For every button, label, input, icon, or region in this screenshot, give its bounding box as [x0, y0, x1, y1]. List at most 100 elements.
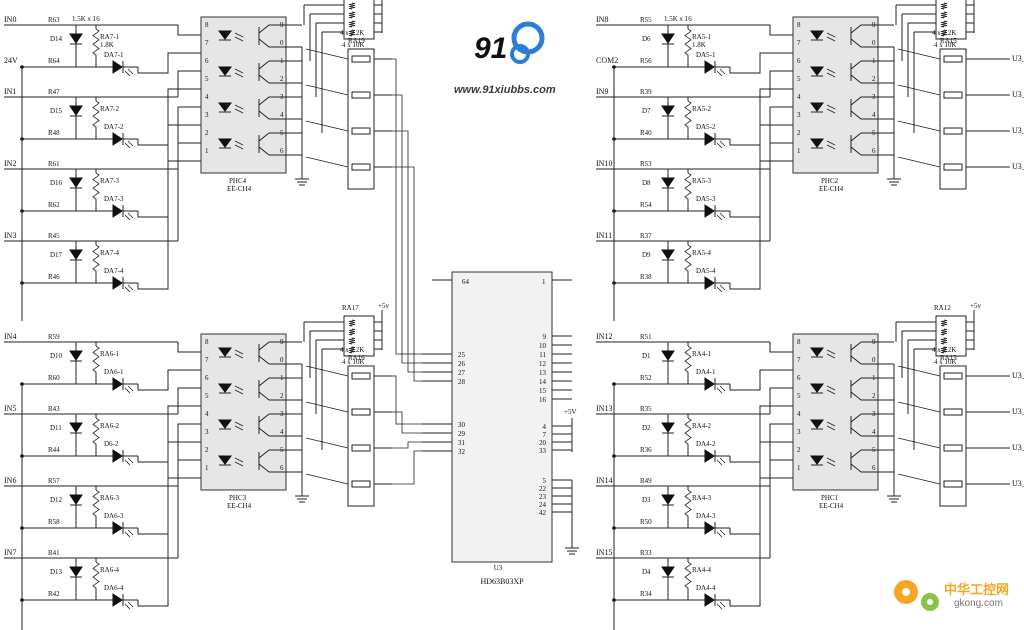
series-value: 4 x 2.2K — [340, 29, 364, 37]
wire — [137, 67, 156, 74]
transistor-emitter — [850, 74, 862, 84]
resistor-zigzag — [684, 489, 692, 517]
resistor-zigzag — [92, 100, 100, 128]
led-label: DA5-2 — [696, 123, 716, 131]
input-net-label: IN9 — [596, 87, 608, 96]
bus-wire — [392, 441, 422, 449]
opto-pin-number: 6 — [797, 57, 801, 65]
input-net-label: IN15 — [596, 548, 612, 557]
resistor-label: R38 — [640, 273, 652, 281]
opto-light-arrow — [234, 457, 244, 463]
series-resistor — [351, 408, 371, 416]
diode-label: D3 — [642, 496, 651, 504]
diode-label: D15 — [50, 107, 63, 115]
diode-symbol — [661, 566, 675, 577]
led-arrow — [719, 284, 726, 291]
series-in — [305, 84, 349, 96]
bus-wire — [392, 375, 422, 425]
opto-light-arrow — [234, 32, 244, 38]
opto-pin-number: 6 — [280, 147, 284, 155]
optocoupler-name: PHC1 — [821, 494, 839, 502]
led-symbol — [704, 132, 715, 146]
pullup-name: RA12 — [934, 304, 951, 312]
series-in — [305, 437, 349, 449]
diode-symbol — [661, 177, 675, 188]
led-arrow — [719, 68, 726, 75]
opto-pin-number: 2 — [280, 392, 284, 400]
led-label: DA4-4 — [696, 584, 716, 592]
resistor-label: R49 — [640, 477, 652, 485]
bus-wire — [392, 130, 422, 373]
output-net-label: U3_10 — [1012, 54, 1024, 63]
output-net-label: U3_11 — [1012, 162, 1024, 171]
resistor-label: R36 — [640, 446, 652, 454]
resistor-zigzag — [940, 20, 948, 28]
led-symbol — [112, 204, 123, 218]
resistor-zigzag — [348, 346, 356, 354]
logo-url: www.91xiubbs.com — [454, 84, 556, 96]
diode-symbol — [661, 422, 675, 433]
opto-light-arrow — [234, 385, 244, 391]
opto-light-arrow — [826, 108, 836, 114]
vcc-label: +5v — [970, 302, 981, 310]
resistor-array-label: RA5-2 — [692, 105, 712, 113]
opto-light-arrow — [234, 353, 244, 359]
diode-label: D13 — [50, 568, 63, 576]
led-label: DA6-4 — [104, 584, 124, 592]
transistor-collector — [258, 60, 270, 70]
transistor-emitter — [258, 38, 270, 48]
opto-input-wire — [748, 369, 793, 391]
optocoupler-name: PHC2 — [821, 177, 839, 185]
resistor-zigzag — [684, 417, 692, 445]
resistor-array-label: RA5-4 — [692, 249, 712, 257]
opto-input-wire — [156, 52, 201, 74]
series-resistor — [943, 55, 963, 63]
series-in — [305, 120, 349, 132]
series-in — [305, 401, 349, 413]
resistor-label: R51 — [640, 333, 652, 341]
transistor-emitter — [258, 463, 270, 473]
opto-led — [810, 138, 824, 148]
resistor-zigzag — [940, 346, 948, 354]
resistor-label: R50 — [640, 518, 652, 526]
output-net-label: U3_16 — [1012, 479, 1024, 488]
opto-light-arrow — [234, 389, 244, 395]
resistor-zigzag — [348, 337, 356, 345]
opto-light-arrow — [234, 72, 244, 78]
opto-light-arrow — [234, 104, 244, 110]
resistor-zigzag — [92, 345, 100, 373]
opto-pin-number: 2 — [280, 75, 284, 83]
opto-input-wire — [769, 459, 793, 558]
resistor-label: R39 — [640, 88, 652, 96]
optocoupler-type: EE-CH4 — [227, 502, 252, 510]
resistor-array-label: RA7-4 — [100, 249, 120, 257]
opto-pin-number: 6 — [205, 374, 209, 382]
resistor-label: R47 — [48, 88, 60, 96]
resistor-array-label: RA4-3 — [692, 494, 712, 502]
input-net-label: IN14 — [596, 476, 612, 485]
led-arrow — [719, 140, 726, 147]
opto-led — [218, 138, 232, 148]
series-resistor — [943, 444, 963, 452]
transistor-collector — [258, 24, 270, 34]
series-resistor — [351, 55, 371, 63]
input-net-label: IN10 — [596, 159, 612, 168]
resistor-label: R35 — [640, 405, 652, 413]
opto-pin-number: 2 — [797, 446, 801, 454]
diode-label: D7 — [642, 107, 651, 115]
opto-input-wire — [177, 342, 201, 353]
opto-pin-number: 8 — [205, 21, 209, 29]
mcu-chip — [451, 271, 553, 563]
opto-input-wire — [748, 88, 793, 146]
led-symbol — [112, 276, 123, 290]
opto-light-arrow — [826, 104, 836, 110]
opto-pin-number: 5 — [797, 75, 801, 83]
logo-mark: 91 — [474, 32, 507, 65]
opto-input-wire — [177, 106, 201, 169]
led-arrow — [124, 70, 131, 77]
led-arrow — [124, 459, 131, 466]
diode-label: D2 — [642, 424, 651, 432]
opto-input-wire — [769, 142, 793, 241]
series-in — [305, 48, 349, 60]
opto-pin-number: 2 — [872, 392, 876, 400]
